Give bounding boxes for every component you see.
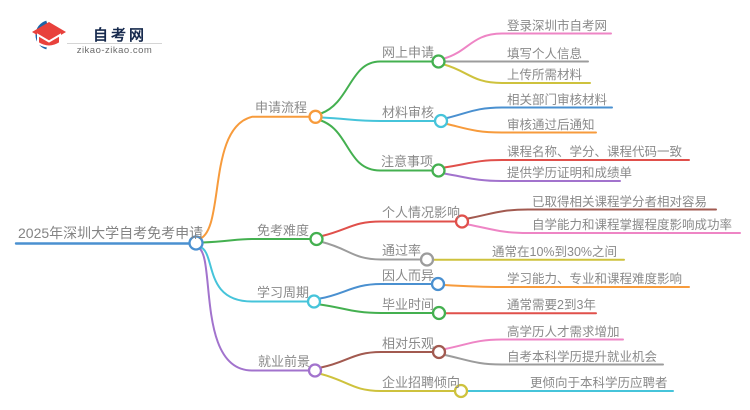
node-circle-personal-factor[interactable] — [454, 214, 470, 229]
node-circle-online-apply[interactable] — [431, 54, 446, 69]
node-study-cycle[interactable]: 学习周期 — [257, 285, 310, 300]
edge-leaf-provide-proof — [443, 172, 621, 182]
node-root[interactable]: 2025年深圳大学自考免考申请 — [18, 225, 204, 241]
logo-graduation-cap-icon — [32, 20, 66, 50]
edge-leaf-ability-impact — [443, 284, 690, 288]
node-exemption-difficulty[interactable]: 免考难度 — [257, 222, 310, 238]
node-apply-process[interactable]: 申请流程 — [255, 100, 308, 115]
leaf-credit-holders-easier[interactable]: 已取得相关课程学分者相对容易 — [532, 194, 708, 209]
node-pass-rate[interactable]: 通过率 — [382, 243, 422, 258]
site-logo[interactable]: 自考网 zikao-zikao.com — [30, 16, 165, 56]
leaf-dept-review-materials[interactable]: 相关部门审核材料 — [507, 92, 608, 107]
logo-divider — [67, 43, 162, 44]
edge-optimistic — [320, 351, 434, 369]
leaf-fill-personal-info[interactable]: 填写个人信息 — [507, 46, 583, 61]
node-circle-material-review[interactable] — [433, 113, 449, 129]
edge-personal-factor — [321, 220, 457, 237]
node-circle-apply-process[interactable] — [308, 109, 323, 124]
node-circle-notes[interactable] — [431, 163, 446, 178]
node-varies-by-person[interactable]: 因人而异 — [382, 267, 435, 283]
node-circle-career-outlook[interactable] — [307, 363, 323, 378]
leaf-notify-after-review[interactable]: 审核通过后通知 — [507, 117, 595, 132]
edge-online-apply — [320, 60, 433, 115]
edge-leaf-job-chance — [444, 354, 664, 366]
node-circle-study-cycle[interactable] — [306, 294, 322, 309]
leaf-provide-certificates[interactable]: 提供学历证明和成绩单 — [507, 166, 633, 180]
node-circle-exemption-difficulty[interactable] — [309, 231, 324, 247]
leaf-login-shenzhen-zikao[interactable]: 登录深圳市自考网 — [507, 18, 608, 33]
leaf-bachelor-job-chance[interactable]: 自考本科学历提升就业机会 — [507, 349, 658, 364]
leaf-self-study-ability[interactable]: 自学能力和课程掌握程度影响成功率 — [532, 218, 733, 232]
edge-study-cycle — [198, 245, 309, 303]
edge-leaf-course-match — [443, 159, 690, 169]
edge-leaf-upload — [443, 63, 591, 84]
edge-leaf-credit-easy — [467, 208, 717, 220]
edge-career-outlook — [197, 246, 310, 372]
node-circle-root[interactable] — [188, 235, 204, 251]
node-circle-optimistic[interactable] — [431, 344, 447, 360]
node-circle-graduation-time[interactable] — [431, 305, 447, 321]
edge-exemption-difficulty — [201, 238, 311, 244]
edge-hiring-tendency — [320, 373, 456, 392]
node-material-review[interactable]: 材料审核 — [382, 104, 435, 120]
logo-domain: zikao-zikao.com — [76, 45, 153, 56]
edge-notes — [320, 119, 433, 172]
leaf-rate-10-30-percent[interactable]: 通常在10%到30%之间 — [492, 245, 618, 259]
edge-material-review — [321, 116, 436, 122]
edge-leaf-login — [443, 32, 612, 60]
edge-apply-process — [197, 115, 310, 241]
node-circle-hiring-tendency[interactable] — [453, 383, 469, 399]
node-circle-pass-rate[interactable] — [419, 252, 435, 267]
leaf-ability-major-difficulty[interactable]: 学习能力、专业和课程难度影响 — [507, 271, 683, 286]
node-optimistic[interactable]: 相对乐观 — [382, 335, 435, 351]
leaf-course-code-match[interactable]: 课程名称、学分、课程代码一致 — [507, 145, 683, 159]
logo-title: 自考网 — [92, 27, 147, 44]
edge-leaf-demand-up — [444, 338, 624, 350]
edge-varies-by-person — [319, 283, 433, 300]
leaf-usually-2-3-years[interactable]: 通常需要2到3年 — [507, 298, 596, 312]
leaf-upload-materials[interactable]: 上传所需材料 — [507, 68, 583, 82]
node-online-apply[interactable]: 网上申请 — [382, 45, 435, 60]
edge-pass-rate — [321, 241, 422, 261]
node-hiring-tendency[interactable]: 企业招聘倾向 — [382, 374, 461, 390]
edge-leaf-self-study — [467, 223, 741, 234]
edge-graduation-time — [319, 303, 434, 314]
edge-leaf-notify — [446, 123, 597, 134]
node-career-outlook[interactable]: 就业前景 — [258, 354, 311, 369]
node-graduation-time[interactable]: 毕业时间 — [382, 296, 435, 312]
node-circle-varies-by-person[interactable] — [430, 276, 446, 292]
node-notes[interactable]: 注意事项 — [381, 154, 434, 169]
node-personal-factor[interactable]: 个人情况影响 — [382, 205, 461, 220]
leaf-prefer-bachelor-applicants[interactable]: 更倾向于本科学历应聘者 — [530, 376, 668, 390]
edge-leaf-dept-review — [446, 106, 613, 119]
leaf-demand-increase[interactable]: 高学历人才需求增加 — [507, 324, 620, 339]
